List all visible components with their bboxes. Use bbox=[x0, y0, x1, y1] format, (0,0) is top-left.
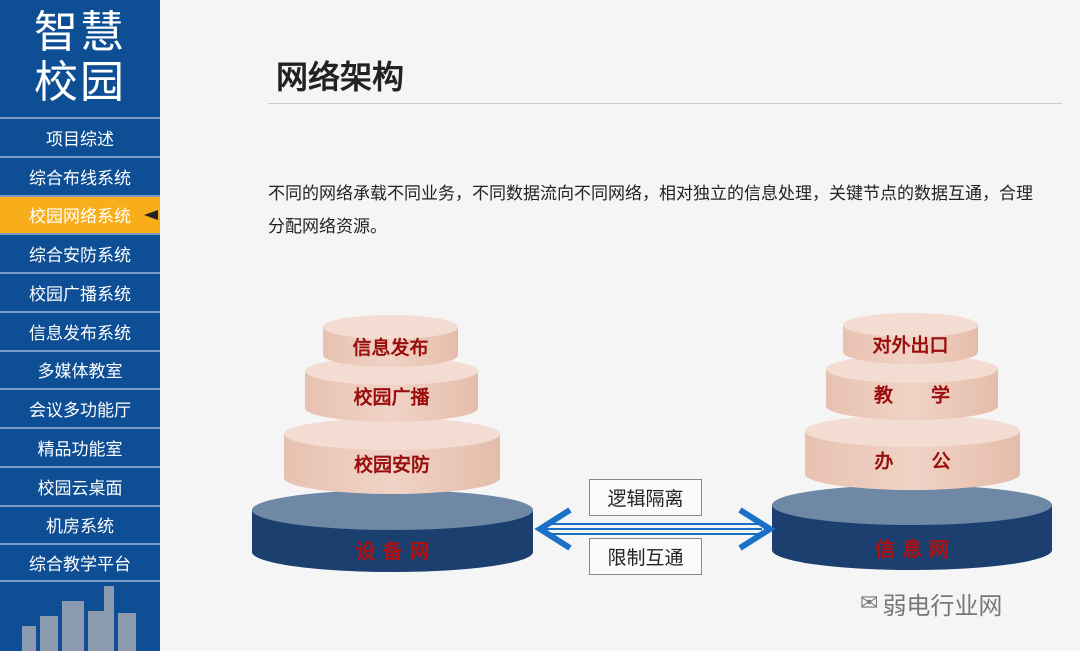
sidebar-item-label: 精品功能室 bbox=[37, 439, 123, 460]
sidebar-item-label: 综合教学平台 bbox=[29, 555, 131, 576]
sidebar-item-label: 综合安防系统 bbox=[29, 246, 131, 267]
sidebar-item[interactable]: 综合教学平台 bbox=[0, 543, 160, 582]
active-pointer-icon bbox=[144, 209, 158, 220]
tier-cylinder-label: 校园广播 bbox=[353, 386, 430, 409]
sidebar: 智慧校园 项目综述综合布线系统校园网络系统综合安防系统校园广播系统信息发布系统多… bbox=[0, 0, 160, 651]
limited-interconnect-label: 限制互通 bbox=[589, 538, 702, 575]
sidebar-item[interactable]: 综合安防系统 bbox=[0, 233, 160, 272]
sidebar-item-label: 校园网络系统 bbox=[29, 207, 131, 228]
tier-cylinder: 信息发布 bbox=[323, 315, 458, 367]
sidebar-item-label: 多媒体教室 bbox=[37, 362, 123, 383]
sidebar-item[interactable]: 多媒体教室 bbox=[0, 349, 160, 389]
device-network-cylinder-label: 设 备 网 bbox=[356, 539, 430, 563]
sidebar-item-label: 机房系统 bbox=[46, 517, 114, 538]
tier-cylinder-label: 办 公 bbox=[874, 450, 950, 473]
city-skyline-icon bbox=[22, 586, 136, 651]
logo-text: 智慧校园 bbox=[34, 7, 126, 108]
watermark: ✉弱电行业网 bbox=[860, 586, 1002, 621]
sidebar-item[interactable]: 综合布线系统 bbox=[0, 155, 160, 195]
sidebar-item-label: 信息发布系统 bbox=[29, 323, 131, 344]
sidebar-item-label: 校园广播系统 bbox=[29, 284, 131, 305]
sidebar-item-label: 项目综述 bbox=[46, 129, 114, 150]
sidebar-item-label: 会议多功能厅 bbox=[29, 401, 131, 422]
device-network-cylinder: 设 备 网 bbox=[252, 490, 533, 572]
page-title: 网络架构 bbox=[276, 58, 405, 96]
tier-cylinder-label: 校园安防 bbox=[354, 453, 430, 476]
sidebar-item[interactable]: 机房系统 bbox=[0, 504, 160, 544]
tier-cylinder-label: 信息发布 bbox=[352, 336, 428, 359]
double-arrow-icon bbox=[534, 507, 776, 551]
info-network-cylinder: 信 息 网 bbox=[772, 485, 1052, 570]
sidebar-item[interactable]: 校园网络系统 bbox=[0, 194, 160, 234]
sidebar-item[interactable]: 信息发布系统 bbox=[0, 310, 160, 350]
sidebar-item-label: 校园云桌面 bbox=[37, 478, 123, 499]
sidebar-item[interactable]: 精品功能室 bbox=[0, 427, 160, 466]
logical-isolation-label: 逻辑隔离 bbox=[589, 479, 702, 516]
wechat-icon: ✉ bbox=[860, 591, 879, 616]
watermark-text: 弱电行业网 bbox=[882, 592, 1003, 620]
tier-cylinder: 办 公 bbox=[805, 415, 1020, 490]
tier-cylinder: 教 学 bbox=[826, 355, 998, 420]
tier-cylinder-label: 教 学 bbox=[874, 384, 950, 407]
tier-cylinder-label: 对外出口 bbox=[872, 334, 948, 357]
info-network-cylinder-label: 信 息 网 bbox=[875, 537, 949, 561]
sidebar-item[interactable]: 校园云桌面 bbox=[0, 465, 160, 505]
tier-cylinder: 对外出口 bbox=[843, 313, 978, 364]
sidebar-item[interactable]: 会议多功能厅 bbox=[0, 388, 160, 427]
logo: 智慧校园 bbox=[0, 0, 160, 117]
description: 不同的网络承载不同业务，不同数据流向不同网络，相对独立的信息处理，关键节点的数据… bbox=[268, 184, 1033, 237]
sidebar-item[interactable]: 项目综述 bbox=[0, 117, 160, 156]
sidebar-item-label: 综合布线系统 bbox=[29, 168, 131, 189]
title-divider bbox=[268, 103, 1062, 104]
tier-cylinder: 校园安防 bbox=[284, 418, 500, 494]
sidebar-item[interactable]: 校园广播系统 bbox=[0, 272, 160, 311]
